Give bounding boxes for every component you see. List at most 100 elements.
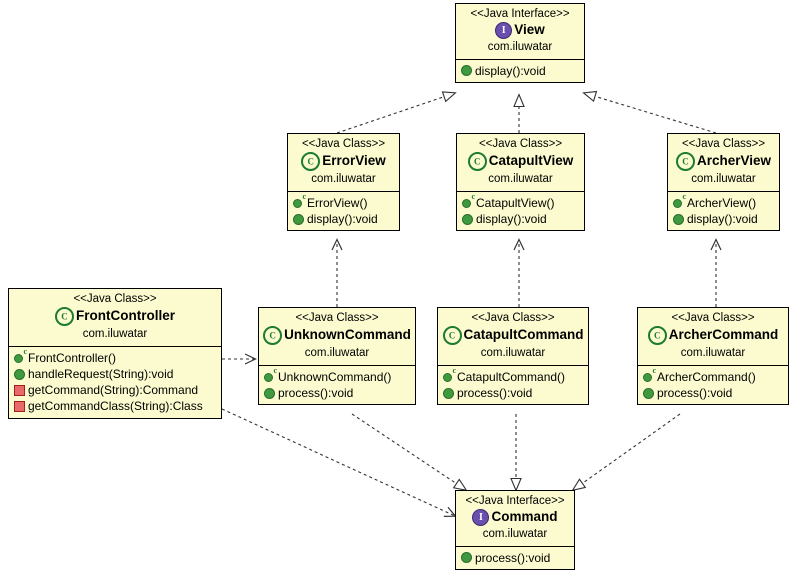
member-row[interactable]: c CatapultView() [461, 193, 580, 211]
member-row[interactable]: process():void [442, 385, 584, 401]
class-icon [442, 326, 462, 346]
class-icon [55, 307, 74, 327]
package-label: com.iluwatar [680, 347, 746, 360]
member-row[interactable]: process():void [642, 385, 784, 401]
type-name-line: View [462, 22, 578, 40]
class-box-error-view[interactable]: <<Java Class>> ErrorView com.iluwatar c … [287, 133, 400, 232]
member-row[interactable]: display():void [461, 211, 580, 227]
class-box-archer-view[interactable]: <<Java Class>> ArcherView com.iluwatar c… [667, 133, 780, 232]
private-member-icon [14, 400, 25, 412]
member-label: FrontController() [28, 350, 117, 365]
constructor-icon: c [264, 367, 277, 383]
class-box-catapult-command[interactable]: <<Java Class>> CatapultCommand com.iluwa… [437, 307, 589, 406]
member-row[interactable]: display():void [460, 63, 580, 79]
member-label: ArcherView() [687, 195, 757, 210]
member-label: process():void [278, 385, 354, 400]
class-box-header: <<Java Interface>> View com.iluwatar [456, 4, 584, 59]
public-member-icon [461, 552, 472, 564]
compartment-divider [438, 364, 588, 366]
public-member-icon [264, 387, 275, 399]
class-box-unknown-command[interactable]: <<Java Class>> UnknownCommand com.iluwat… [258, 307, 416, 406]
stereotype-label: <<Java Interface>> [470, 8, 570, 20]
member-row[interactable]: c ErrorView() [292, 193, 395, 211]
members-compartment: c CatapultView() display():void [457, 192, 584, 230]
package-label: com.iluwatar [487, 41, 553, 54]
stereotype-label: <<Java Class>> [295, 312, 379, 324]
stereotype-label: <<Java Class>> [671, 312, 755, 324]
member-row[interactable]: handleRequest(String):void [13, 366, 217, 382]
type-name-line: UnknownCommand [263, 326, 411, 346]
type-name: ErrorView [322, 153, 386, 169]
class-box-header: <<Java Class>> ArcherView com.iluwatar [668, 134, 779, 191]
member-row[interactable]: getCommandClass(String):Class [13, 398, 217, 414]
member-row[interactable]: getCommand(String):Command [13, 382, 217, 398]
member-row[interactable]: c CatapultCommand() [442, 367, 584, 385]
member-label: process():void [475, 550, 551, 565]
type-name-line: ArcherView [674, 152, 773, 172]
class-icon [647, 326, 667, 346]
class-icon [301, 152, 321, 172]
member-row[interactable]: c UnknownCommand() [263, 367, 411, 385]
public-member-icon [461, 65, 472, 77]
class-box-command[interactable]: <<Java Interface>> Command com.iluwatar … [455, 490, 575, 570]
member-label: display():void [475, 63, 546, 78]
class-box-header: <<Java Interface>> Command com.iluwatar [456, 491, 574, 546]
public-member-icon [293, 213, 304, 225]
stereotype-label: <<Java Class>> [471, 312, 555, 324]
members-compartment: c CatapultCommand() process():void [438, 366, 588, 404]
class-box-header: <<Java Class>> FrontController com.iluwa… [9, 289, 221, 346]
class-icon [467, 152, 487, 172]
member-row[interactable]: process():void [460, 550, 570, 566]
class-box-archer-command[interactable]: <<Java Class>> ArcherCommand com.iluwata… [637, 307, 789, 406]
package-label: com.iluwatar [311, 173, 376, 186]
members-compartment: display():void [456, 60, 584, 82]
member-label: display():void [307, 211, 378, 226]
class-box-header: <<Java Class>> ArcherCommand com.iluwata… [638, 308, 788, 365]
stereotype-label: <<Java Class>> [73, 293, 157, 305]
edge-archercommand-command [573, 413, 681, 490]
member-row[interactable]: c ArcherView() [672, 193, 775, 211]
compartment-divider [457, 190, 584, 192]
type-name: ArcherView [696, 153, 772, 169]
member-label: getCommand(String):Command [28, 383, 199, 398]
class-box-header: <<Java Class>> ErrorView com.iluwatar [288, 134, 399, 191]
package-label: com.iluwatar [482, 528, 548, 541]
members-compartment: c ErrorView() display():void [288, 192, 399, 230]
compartment-divider [638, 364, 788, 366]
constructor-icon: c [673, 193, 686, 209]
edge-frontcontroller-command [221, 408, 457, 517]
member-row[interactable]: display():void [672, 211, 775, 227]
type-name-line: CatapultView [463, 152, 578, 172]
member-label: handleRequest(String):void [28, 366, 174, 381]
interface-icon [472, 509, 490, 527]
member-row[interactable]: c FrontController() [13, 348, 217, 366]
public-member-icon [443, 387, 454, 399]
member-row[interactable]: process():void [263, 385, 411, 401]
members-compartment: c ArcherView() display():void [668, 192, 779, 230]
compartment-divider [668, 190, 779, 192]
type-name-line: FrontController [15, 307, 215, 327]
type-name: CatapultView [488, 153, 574, 169]
constructor-icon: c [643, 367, 656, 383]
class-box-header: <<Java Class>> UnknownCommand com.iluwat… [259, 308, 415, 365]
class-box-view[interactable]: <<Java Interface>> View com.iluwatar dis… [455, 3, 585, 83]
private-member-icon [14, 384, 25, 396]
class-box-front-controller[interactable]: <<Java Class>> FrontController com.iluwa… [8, 288, 222, 419]
public-member-icon [14, 368, 25, 380]
class-box-catapult-view[interactable]: <<Java Class>> CatapultView com.iluwatar… [456, 133, 585, 232]
member-label: display():void [476, 211, 547, 226]
edge-errorview-view [336, 93, 455, 134]
member-row[interactable]: c ArcherCommand() [642, 367, 784, 385]
member-label: display():void [687, 211, 758, 226]
member-label: CatapultCommand() [457, 369, 566, 384]
member-label: CatapultView() [476, 195, 555, 210]
member-row[interactable]: display():void [292, 211, 395, 227]
compartment-divider [9, 345, 221, 347]
package-label: com.iluwatar [691, 173, 756, 186]
public-member-icon [643, 387, 654, 399]
type-name: Command [491, 509, 558, 525]
member-label: process():void [457, 385, 533, 400]
type-name: ArcherCommand [668, 327, 779, 343]
member-label: ArcherCommand() [657, 369, 756, 384]
